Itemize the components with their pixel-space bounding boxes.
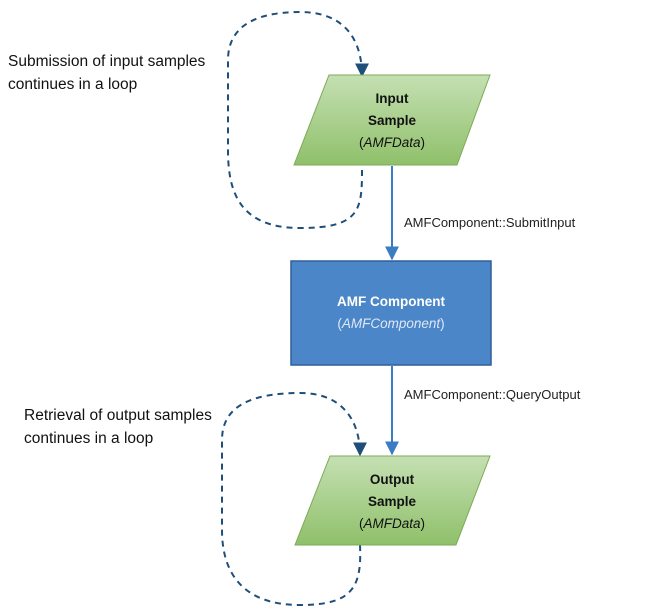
output-sample-text: Output Sample (AMFData) — [312, 469, 472, 535]
amf-component-node — [290, 260, 492, 366]
input-sample-type: (AMFData) — [358, 135, 425, 150]
amf-component-type: (AMFComponent) — [337, 316, 445, 331]
query-output-label: AMFComponent::QueryOutput — [404, 387, 581, 402]
input-sample-text: Input Sample (AMFData) — [312, 88, 472, 154]
output-loop-note-line1: Retrieval of output samples — [24, 407, 212, 424]
output-sample-title-1: Output — [369, 472, 415, 487]
output-sample-type: (AMFData) — [358, 516, 425, 531]
amf-component-type-name: AMFComponent — [341, 316, 441, 331]
input-sample-type-name: AMFData — [363, 135, 421, 150]
output-loop-arrow — [221, 391, 367, 607]
input-loop-note-line2: continues in a loop — [8, 76, 138, 93]
input-loop-arrow — [227, 10, 369, 230]
amf-component-text: AMF Component (AMFComponent) — [291, 291, 491, 335]
input-sample-title-2: Sample — [367, 113, 417, 128]
output-sample-title-2: Sample — [367, 494, 417, 509]
input-sample-node — [293, 74, 491, 166]
amf-component-title: AMF Component — [337, 294, 445, 309]
output-sample-node — [294, 455, 491, 546]
input-sample-title-1: Input — [375, 91, 409, 106]
output-loop-note-line2: continues in a loop — [24, 430, 154, 447]
submit-input-label: AMFComponent::SubmitInput — [404, 215, 576, 230]
input-loop-note: Submission of input samples continues in… — [8, 50, 205, 96]
output-sample-type-name: AMFData — [363, 516, 421, 531]
output-loop-note: Retrieval of output samples continues in… — [24, 404, 212, 450]
input-loop-note-line1: Submission of input samples — [8, 53, 206, 70]
